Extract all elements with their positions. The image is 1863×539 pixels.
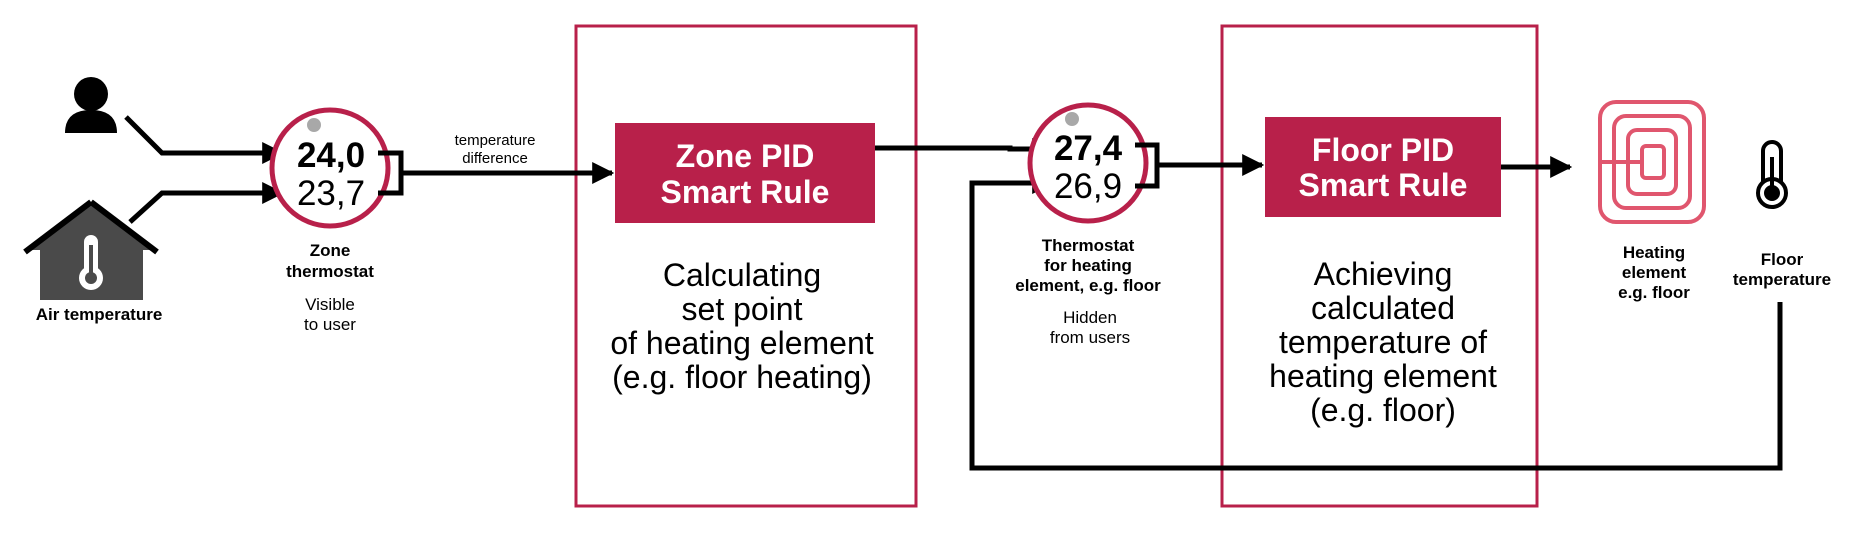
person-icon xyxy=(65,77,117,133)
floor-pid-container xyxy=(1220,24,1539,508)
zone-pid-title: Zone PID xyxy=(676,138,815,174)
zone-thermostat-title: Zone xyxy=(310,241,351,260)
svg-text:Achieving: Achieving xyxy=(1314,256,1453,292)
zone-thermostat-dial: 24,0 23,7 xyxy=(269,107,391,229)
thermometer-icon xyxy=(1756,140,1788,209)
heating-element-label-3: e.g. floor xyxy=(1618,283,1690,302)
zone-thermostat-title-2: thermostat xyxy=(286,262,374,281)
air-temperature-label: Air temperature xyxy=(36,305,163,324)
heating-element-label-2: element xyxy=(1622,263,1687,282)
floor-temperature-label: Floor xyxy=(1761,250,1804,269)
house-thermometer-icon xyxy=(23,199,159,300)
floor-temperature-label-2: temperature xyxy=(1733,270,1831,289)
svg-text:(e.g. floor heating): (e.g. floor heating) xyxy=(612,359,872,395)
element-thermostat-title-2: for heating xyxy=(1044,256,1132,275)
svg-text:(e.g. floor): (e.g. floor) xyxy=(1310,392,1456,428)
connector-label-line2: difference xyxy=(462,150,528,167)
zone-pid-block xyxy=(615,123,875,223)
floor-pid-title-2: Smart Rule xyxy=(1299,167,1468,203)
svg-text:set point: set point xyxy=(682,291,803,327)
svg-text:of heating element: of heating element xyxy=(610,325,873,361)
heating-element-label: Heating xyxy=(1623,243,1685,262)
svg-text:temperature of: temperature of xyxy=(1279,324,1487,360)
floor-pid-description: Achieving calculated temperature of heat… xyxy=(1269,256,1497,428)
svg-text:calculated: calculated xyxy=(1311,290,1455,326)
svg-text:heating element: heating element xyxy=(1269,358,1497,394)
zone-actual-value: 23,7 xyxy=(297,174,365,213)
element-thermostat-note-2: from users xyxy=(1050,328,1130,347)
svg-text:Calculating: Calculating xyxy=(663,257,821,293)
heating-coil-icon xyxy=(1598,100,1706,224)
connector-label-line1: temperature xyxy=(455,132,536,149)
element-setpoint-value: 27,4 xyxy=(1054,129,1123,168)
element-thermostat-title: Thermostat xyxy=(1042,236,1135,255)
element-thermostat-note: Hidden xyxy=(1063,308,1117,327)
floor-pid-title: Floor PID xyxy=(1312,132,1454,168)
element-thermostat-title-3: element, e.g. floor xyxy=(1015,276,1161,295)
element-thermostat-dial: 27,4 26,9 xyxy=(1027,102,1149,224)
zone-pid-description: Calculating set point of heating element… xyxy=(610,257,873,395)
zone-thermostat-note: Visible xyxy=(305,295,355,314)
zone-pid-container xyxy=(574,24,918,508)
zone-pid-title-2: Smart Rule xyxy=(661,174,830,210)
element-actual-value: 26,9 xyxy=(1054,167,1122,206)
zone-setpoint-value: 24,0 xyxy=(297,136,365,175)
zone-thermostat-note-2: to user xyxy=(304,315,356,334)
floor-pid-block xyxy=(1265,117,1501,217)
